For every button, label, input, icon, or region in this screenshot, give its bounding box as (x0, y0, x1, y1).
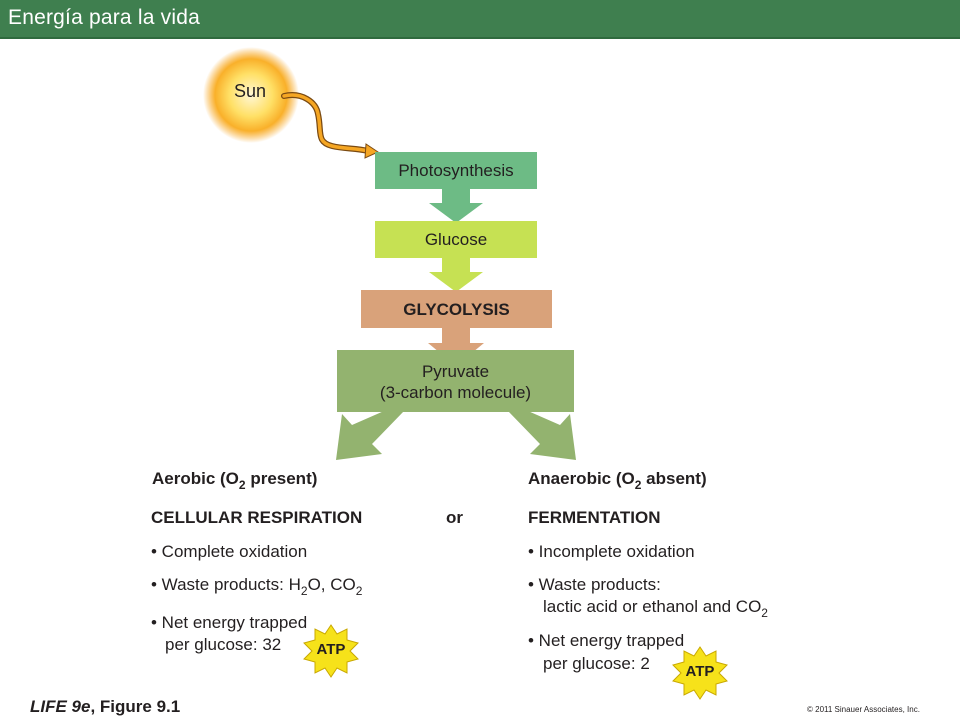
photosynthesis-label: Photosynthesis (398, 161, 514, 180)
title-bar: Energía para la vida (0, 0, 960, 39)
anaerobic-bullet-waste: • Waste products: (528, 575, 661, 594)
aerobic-bullet-oxidation: • Complete oxidation (151, 542, 308, 561)
atp-burst-aerobic (303, 624, 359, 678)
sunlight-arrowhead (364, 143, 380, 159)
pyruvate-sublabel: (3-carbon molecule) (379, 383, 532, 402)
arrow-glucose-glycolysis (429, 258, 483, 292)
copyright-notice: © 2011 Sinauer Associates, Inc. (807, 705, 920, 714)
glycolysis-label: GLYCOLYSIS (403, 299, 510, 319)
glucose-box: Glucose (375, 221, 537, 258)
pyruvate-label: Pyruvate (421, 362, 490, 381)
pyruvate-box: Pyruvate (3-carbon molecule) (337, 350, 574, 412)
arrow-photosynthesis-glucose (429, 189, 483, 223)
sun-icon (203, 47, 299, 143)
aerobic-heading: Aerobic (O2 present) (152, 469, 318, 492)
slide-title: Energía para la vida (8, 6, 200, 29)
anaerobic-bullet-energy: • Net energy trapped (528, 631, 685, 650)
anaerobic-heading: Anaerobic (O2 absent) (528, 469, 707, 492)
sun-label: Sun (234, 81, 267, 101)
cellular-respiration-label: CELLULAR RESPIRATION (151, 508, 363, 527)
aerobic-bullet-energy: • Net energy trapped (151, 613, 308, 632)
figure-credit: LIFE 9e, Figure 9.1 (30, 697, 181, 716)
anaerobic-waste-products: lactic acid or ethanol and CO2 (543, 597, 768, 620)
aerobic-bullet-waste: • Waste products: H2O, CO2 (151, 575, 363, 598)
arrow-to-anaerobic (508, 411, 576, 460)
arrow-glycolysis-pyruvate (428, 328, 484, 366)
glucose-label: Glucose (424, 230, 488, 249)
anaerobic-energy-value: per glucose: 2 (543, 654, 650, 673)
anaerobic-bullet-oxidation: • Incomplete oxidation (528, 542, 695, 561)
atp-label-anaerobic: ATP (685, 663, 715, 680)
aerobic-energy-value: per glucose: 32 (165, 635, 282, 654)
glycolysis-box: GLYCOLYSIS (361, 290, 552, 328)
or-label: or (446, 508, 463, 527)
atp-burst-anaerobic (672, 646, 728, 700)
fermentation-label: FERMENTATION (528, 508, 661, 527)
atp-label-aerobic: ATP (316, 641, 346, 658)
arrow-to-aerobic (336, 411, 404, 460)
photosynthesis-box: Photosynthesis (375, 152, 537, 189)
